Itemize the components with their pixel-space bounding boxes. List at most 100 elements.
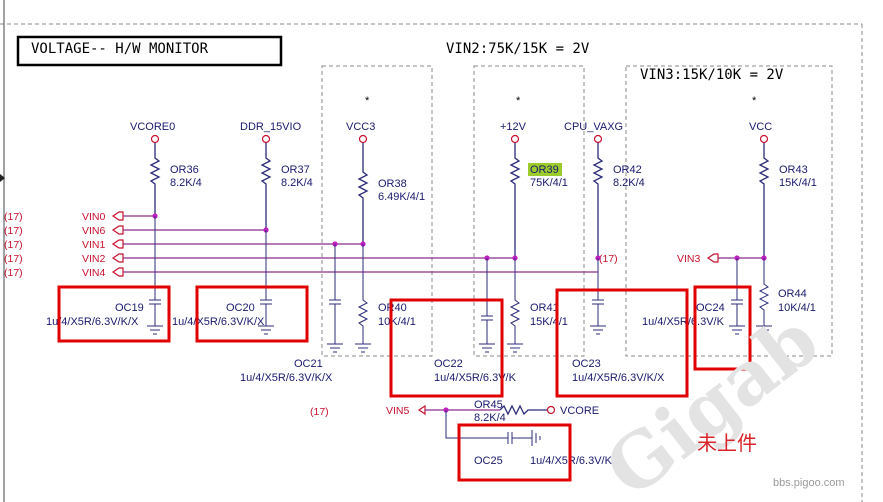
- or36-ref: OR36: [170, 164, 199, 176]
- resistor-or45: [499, 404, 547, 416]
- capacitor-oc19: [147, 216, 163, 335]
- rail-vcc3-label: VCC3: [346, 121, 375, 133]
- oc19-value: 1u/4/X5R/6.3V/K/X: [46, 316, 139, 328]
- power-symbol: [593, 134, 603, 144]
- or42-value: 8.2K/4: [613, 177, 645, 189]
- oc20-ref: OC20: [226, 302, 255, 314]
- net-vin2-label: VIN2: [82, 253, 106, 265]
- rail-12v-label: +12V: [500, 121, 527, 133]
- or37-value: 8.2K/4: [281, 177, 313, 189]
- rail-vcore0-label: VCORE0: [130, 121, 175, 133]
- highlight-box-oc20: [195, 285, 309, 343]
- asterisk-vcc: *: [752, 95, 757, 107]
- oc22-value: 1u/4/X5R/6.3V/K: [434, 372, 517, 384]
- oc21-ref: OC21: [294, 358, 323, 370]
- ref-vin4-right: (17): [599, 253, 618, 265]
- net-vin6-label: VIN6: [82, 225, 106, 237]
- resistor-or40: [355, 244, 371, 353]
- capacitor-oc23: [590, 258, 606, 335]
- asterisk-vcc3: *: [365, 95, 370, 107]
- sheet-port-arrow: [0, 174, 5, 182]
- port-arrow: [111, 253, 124, 263]
- or40-value: 10K/4/1: [378, 316, 416, 328]
- port-arrow: [111, 225, 124, 235]
- oc19-ref: OC19: [115, 302, 144, 314]
- rail-cpu-vaxg-label: CPU_VAXG: [564, 121, 623, 133]
- highlight-box-oc23: [555, 288, 689, 398]
- or36-value: 8.2K/4: [170, 177, 202, 189]
- oc23-value: 1u/4/X5R/6.3V/K/X: [572, 372, 665, 384]
- oc24-ref: OC24: [696, 302, 725, 314]
- option-region-vcc: [625, 65, 833, 357]
- option-region-vcc3: [321, 65, 433, 357]
- ref-vin4: (17): [4, 267, 23, 279]
- capacitor-oc20: [258, 230, 274, 335]
- ref-vin1: (17): [4, 239, 23, 251]
- net-vin3-label: VIN3: [677, 253, 701, 265]
- rail-ddr-label: DDR_15VIO: [240, 121, 302, 133]
- resistor-or37: [260, 143, 272, 230]
- net-vin5-label: VIN5: [386, 405, 410, 417]
- power-symbol: [546, 405, 556, 415]
- resistor-or36: [149, 143, 161, 216]
- stamp-text: 未上件: [697, 431, 757, 455]
- oc20-value: 1u/4/X5R/6.3V/K/X: [172, 316, 265, 328]
- or38-value: 6.49K/4/1: [378, 191, 425, 203]
- highlight-box-oc25: [457, 423, 572, 482]
- rail-vcore-label: VCORE: [560, 405, 599, 417]
- or39-highlight: [528, 163, 562, 176]
- highlight-box-oc22: [389, 298, 504, 398]
- or38-ref: OR38: [378, 178, 407, 190]
- or44-ref: OR44: [778, 288, 807, 300]
- power-symbol: [150, 134, 160, 144]
- title-box: [16, 35, 283, 67]
- port-arrow: [111, 267, 124, 277]
- oc25-value: 1u/4/X5R/6.3V/K/X: [530, 455, 623, 467]
- net-vin1-label: VIN1: [82, 239, 106, 251]
- power-symbol: [261, 134, 271, 144]
- or39-ref: OR39: [530, 164, 559, 176]
- ref-vin5: (17): [310, 406, 329, 418]
- or37-ref: OR37: [281, 164, 310, 176]
- capacitor-oc25: [445, 410, 541, 446]
- resistor-or44: [756, 258, 772, 335]
- net-vin4-label: VIN4: [82, 267, 106, 279]
- ref-vin0: (17): [4, 211, 23, 223]
- resistor-or38: [357, 143, 369, 244]
- or41-value: 15K/4/1: [530, 316, 568, 328]
- port-arrow: [111, 239, 124, 249]
- oc22-ref: OC22: [434, 358, 463, 370]
- oc25-ref: OC25: [474, 455, 503, 467]
- option-region-12v: [473, 65, 585, 357]
- power-symbol: [358, 134, 368, 144]
- or44-value: 10K/4/1: [778, 302, 816, 314]
- ref-vin2: (17): [4, 253, 23, 265]
- capacitor-oc22: [479, 258, 495, 353]
- port-arrow: [417, 404, 426, 416]
- power-symbol: [510, 134, 520, 144]
- rail-vcc-label: VCC: [749, 121, 772, 133]
- or43-ref: OR43: [779, 164, 808, 176]
- highlight-box-oc19: [57, 285, 171, 343]
- or45-value: 8.2K/4: [474, 412, 506, 424]
- resistor-or41: [507, 258, 523, 353]
- title-text: VOLTAGE-- H/W MONITOR: [31, 41, 209, 57]
- or43-value: 15K/4/1: [779, 177, 817, 189]
- site-watermark: bbs.pigoo.com: [773, 477, 845, 489]
- asterisk-12v: *: [516, 95, 521, 107]
- port-arrow: [706, 253, 719, 263]
- resistor-or42: [592, 143, 604, 258]
- vin3-ratio-note: VIN3:15K/10K = 2V: [640, 67, 784, 83]
- capacitor-oc21: [327, 244, 343, 353]
- oc21-value: 1u/4/X5R/6.3V/K/X: [240, 372, 333, 384]
- oc23-ref: OC23: [572, 358, 601, 370]
- resistor-or39: [509, 143, 521, 258]
- ref-vin6: (17): [4, 225, 23, 237]
- or45-ref: OR45: [474, 399, 503, 411]
- net-vin0-label: VIN0: [82, 211, 106, 223]
- power-symbol: [759, 134, 769, 144]
- or41-ref: OR41: [530, 302, 559, 314]
- or42-ref: OR42: [613, 164, 642, 176]
- vin2-ratio-note: VIN2:75K/15K = 2V: [446, 41, 590, 57]
